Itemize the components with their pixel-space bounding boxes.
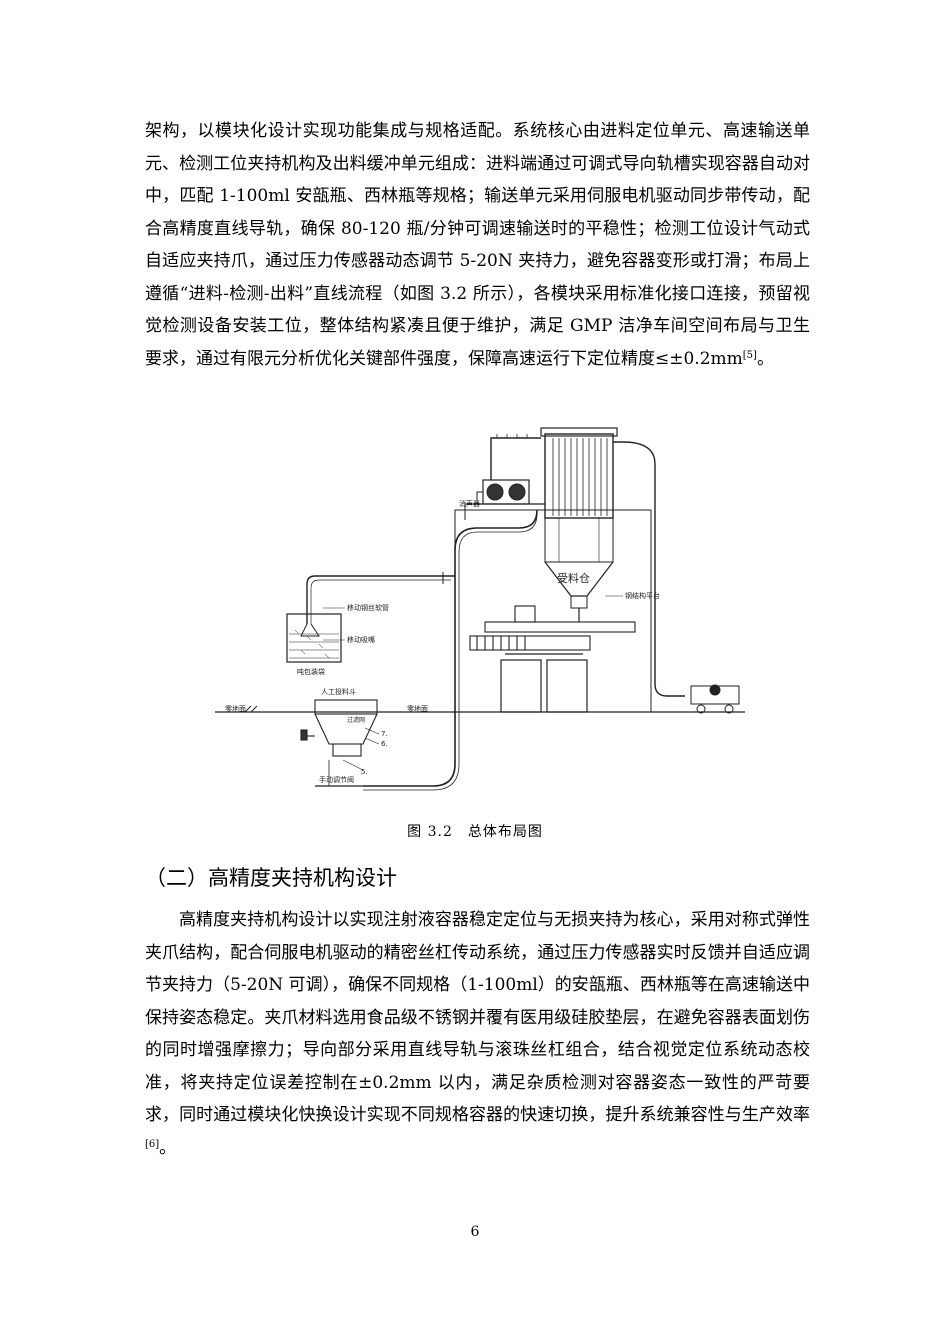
label-silencer: 消声器 (459, 499, 480, 508)
vacuum-pump (475, 479, 545, 505)
paragraph-end: 。 (159, 1137, 177, 1158)
label-valve: 手动调节阀 (319, 775, 354, 784)
building-frame (454, 509, 652, 713)
receiving-tanks (500, 653, 588, 713)
layout-figure: 消声器 移动钢丝软管 移动吸嘴 吨包装袋 人工投料斗 零地面 零地面 受料仓 钢… (215, 424, 755, 810)
section-heading: （二）高精度夹持机构设计 (145, 866, 397, 890)
layout-diagram: 消声器 移动钢丝软管 移动吸嘴 吨包装袋 人工投料斗 零地面 零地面 受料仓 钢… (215, 427, 745, 791)
ton-bag (286, 613, 342, 663)
paragraph-text: 高精度夹持机构设计以实现注射液容器稳定定位与无损夹持为核心，采用对称式弹性夹爪结… (145, 910, 810, 1125)
label-platform: 钢结构平台 (625, 591, 660, 600)
label-ground-mid: 零地面 (407, 704, 428, 713)
body-paragraph-2: 高精度夹持机构设计以实现注射液容器稳定定位与无损夹持为核心，采用对称式弹性夹爪结… (145, 904, 810, 1164)
body-paragraph-1: 架构，以模块化设计实现功能集成与规格适配。系统核心由进料定位单元、高速输送单元、… (145, 115, 810, 375)
label-hose: 移动钢丝软管 (347, 603, 389, 612)
hose-pipe (306, 575, 455, 624)
compressor (690, 684, 740, 714)
label-ton-bag: 吨包装袋 (297, 667, 325, 676)
air-line (613, 441, 685, 697)
manual-cart (300, 699, 378, 757)
label-part5: 5. (361, 768, 368, 776)
hopper-outlet (570, 595, 588, 609)
paragraph-end: 。 (756, 348, 774, 369)
filter-top-cap (540, 427, 618, 437)
leader-lines (323, 595, 623, 771)
ground-mark (244, 705, 258, 713)
label-sieve: 过滤网 (347, 716, 365, 724)
label-manual-cart: 人工投料斗 (321, 687, 356, 696)
paragraph-text: 架构，以模块化设计实现功能集成与规格适配。系统核心由进料定位单元、高速输送单元、… (145, 121, 810, 369)
hopper-upper (544, 517, 614, 563)
top-pipe (490, 437, 541, 480)
label-part6: 6. (381, 740, 388, 748)
label-suction: 移动吸嘴 (347, 635, 375, 644)
citation-ref: [6] (145, 1138, 160, 1150)
screw-conveyor (469, 605, 636, 651)
citation-ref: [5] (742, 349, 757, 361)
filter-housing (544, 433, 614, 519)
figure-caption: 图 3.2 总体布局图 (407, 824, 543, 840)
label-feed-bin: 受料仓 (557, 571, 590, 585)
label-ground-left: 零地面 (225, 704, 246, 713)
label-part7: 7. (381, 730, 388, 738)
filter-bags (552, 438, 608, 516)
conveying-pipe (363, 509, 538, 787)
page-number: 6 (470, 1224, 480, 1240)
ton-bag-fill (289, 629, 339, 659)
